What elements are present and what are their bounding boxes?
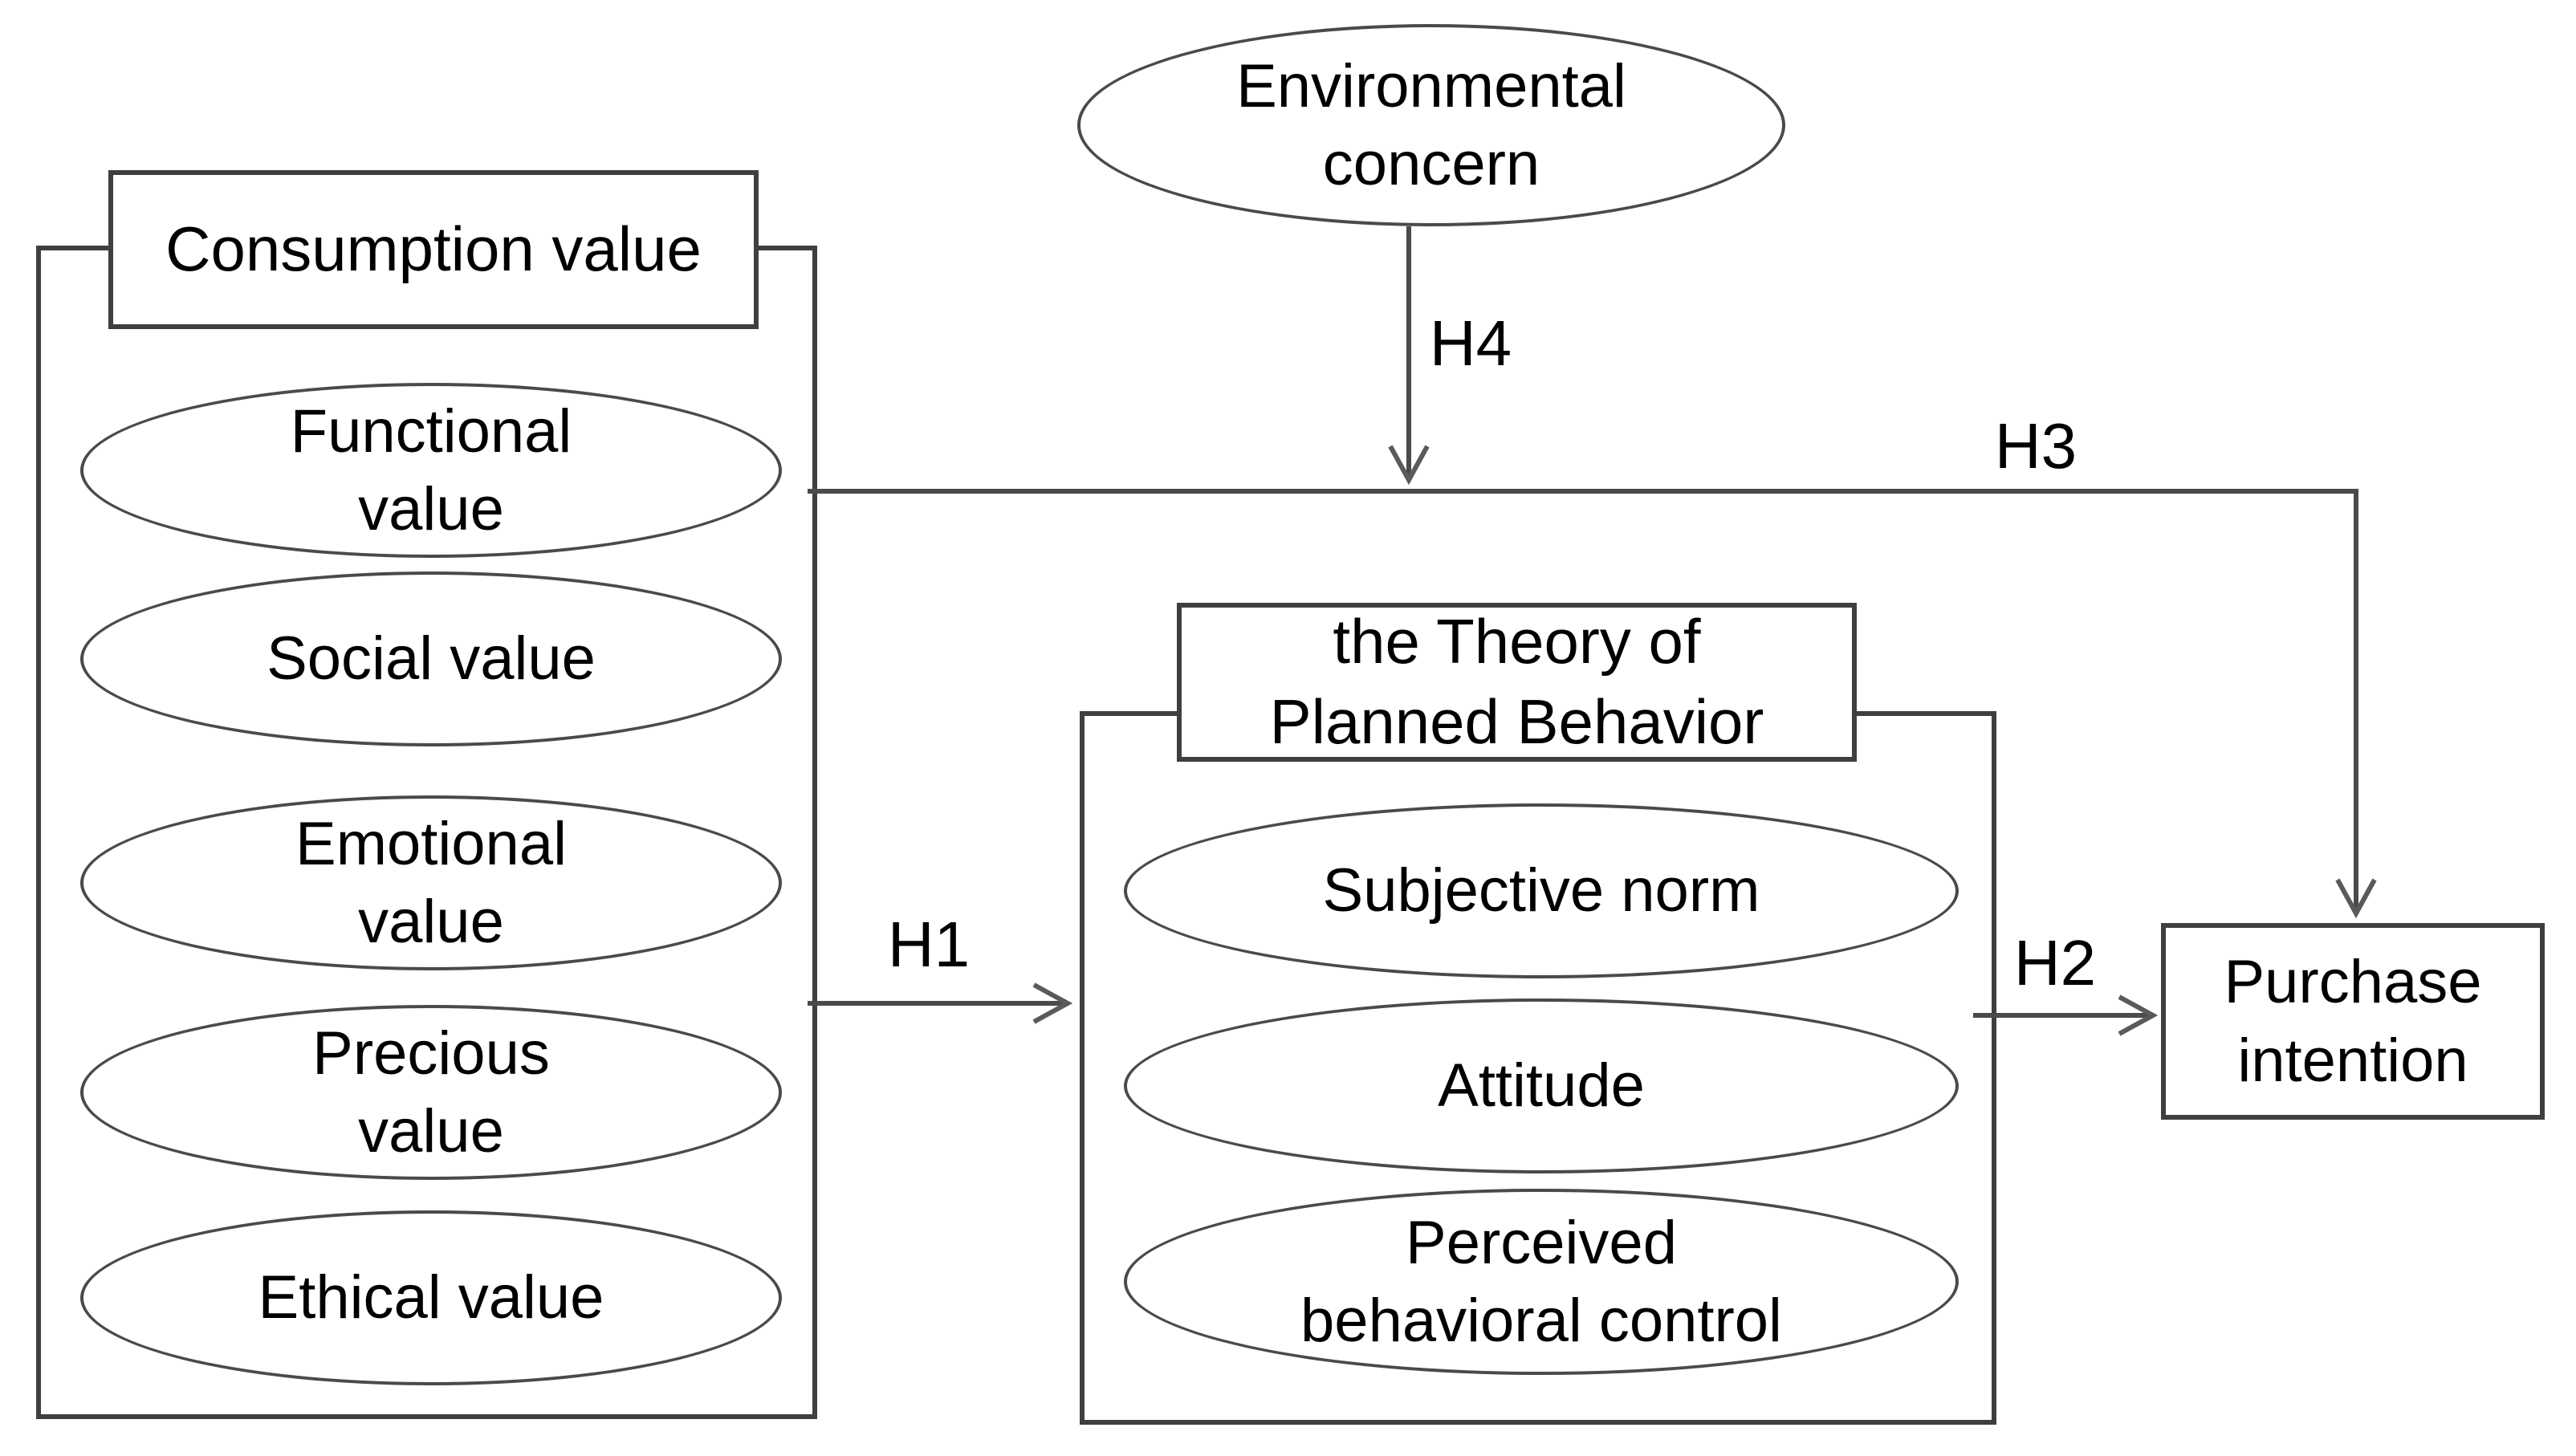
environmental-concern-label: Environmental concern	[1236, 51, 1626, 198]
ethical-value-label: Ethical value	[258, 1263, 604, 1332]
social-value-label: Social value	[267, 624, 596, 693]
perceived-behavioral-control-label: Perceived behavioral control	[1300, 1208, 1782, 1355]
ellipse-attitude: Attitude	[1124, 998, 1959, 1173]
ellipse-ethical-value: Ethical value	[80, 1210, 782, 1385]
subjective-norm-label: Subjective norm	[1322, 856, 1760, 925]
ellipse-environmental-concern: Environmental concern	[1077, 24, 1785, 226]
h4-label: H4	[1429, 307, 1512, 379]
ellipse-functional-value: Functional value	[80, 383, 782, 558]
ellipse-emotional-value: Emotional value	[80, 795, 782, 970]
precious-value-label: Precious value	[312, 1019, 550, 1165]
ellipse-precious-value: Precious value	[80, 1005, 782, 1180]
ellipse-perceived-behavioral-control: Perceived behavioral control	[1124, 1189, 1959, 1375]
consumption-value-title-box: Consumption value	[108, 170, 759, 329]
purchase-intention-box: Purchase intention	[2161, 923, 2545, 1120]
attitude-label: Attitude	[1438, 1051, 1645, 1120]
functional-value-label: Functional value	[290, 397, 572, 543]
h3-label: H3	[1994, 410, 2077, 482]
h1-label: H1	[887, 909, 971, 980]
emotional-value-label: Emotional value	[295, 809, 567, 956]
purchase-intention-label: Purchase intention	[2224, 948, 2482, 1095]
consumption-value-title: Consumption value	[165, 214, 702, 285]
tpb-title-box: the Theory of Planned Behavior	[1177, 603, 1857, 762]
h2-label: H2	[2013, 927, 2097, 998]
h3-arrow	[808, 489, 2356, 913]
ellipse-subjective-norm: Subjective norm	[1124, 803, 1959, 978]
tpb-title: the Theory of Planned Behavior	[1269, 606, 1764, 757]
ellipse-social-value: Social value	[80, 571, 782, 746]
